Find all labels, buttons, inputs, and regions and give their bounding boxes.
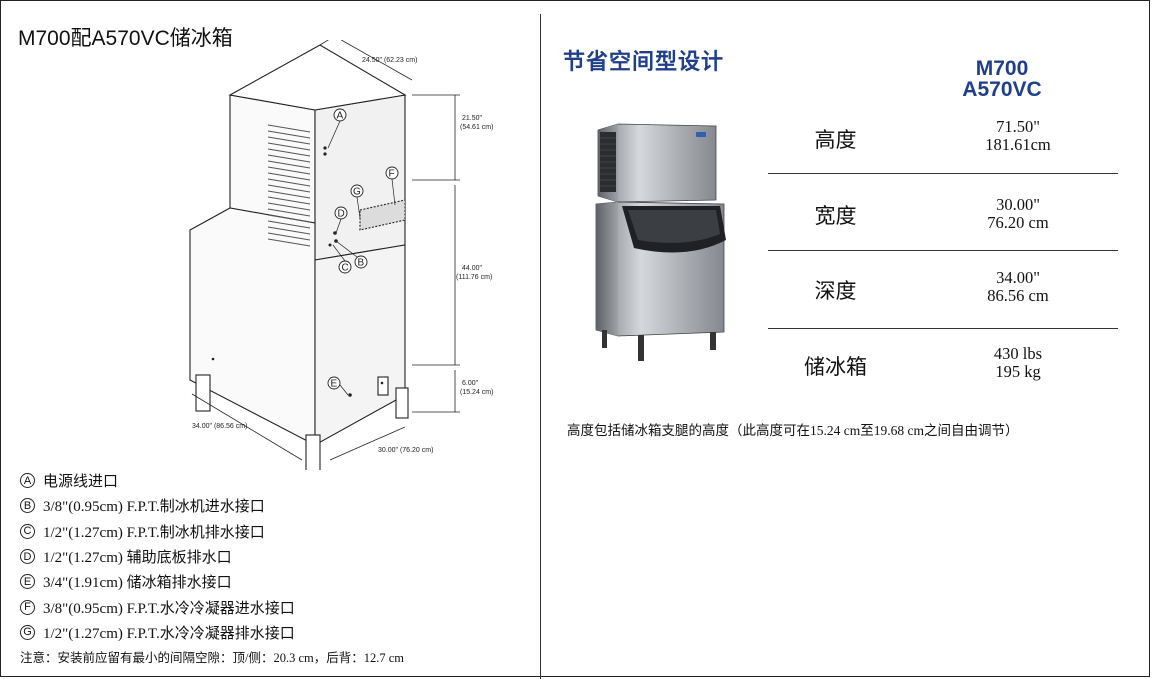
dimension-diagram: 24.50" (62.23 cm) 21.50" (54.61 cm) 44.0… bbox=[189, 40, 493, 470]
legend-text: 1/2"(1.27cm) F.P.T.水冷冷凝器排水接口 bbox=[43, 625, 295, 642]
legend-text: 1/2"(1.27cm) F.P.T.制冰机排水接口 bbox=[43, 524, 265, 541]
spec-value: 30.00" 76.20 cm bbox=[918, 194, 1118, 232]
callout-d: D bbox=[338, 209, 345, 220]
legend-item-d: D 1/2"(1.27cm) 辅助底板排水口 bbox=[20, 544, 295, 569]
circle-letter-icon: F bbox=[20, 599, 35, 615]
callout-e: E bbox=[331, 379, 338, 390]
spec-row-height: 高度 71.50" 181.61cm bbox=[768, 96, 1118, 174]
legend-text: 1/2"(1.27cm) 辅助底板排水口 bbox=[43, 550, 232, 567]
spec-value: 430 lbs 195 kg bbox=[918, 343, 1118, 381]
legend: A 电源线进口 B 3/8"(0.95cm) F.P.T.制冰机进水接口 C 1… bbox=[20, 468, 295, 645]
leg bbox=[305, 434, 321, 470]
spec-value-imperial: 71.50" bbox=[996, 117, 1040, 136]
spec-row-bin-capacity: 储冰箱 430 lbs 195 kg bbox=[768, 329, 1118, 406]
spec-value-metric: 86.56 cm bbox=[987, 286, 1049, 305]
legend-item-e: E 3/4"(1.91cm) 储冰箱排水接口 bbox=[20, 569, 295, 594]
legend-text: 3/8"(0.95cm) F.P.T.制冰机进水接口 bbox=[43, 499, 265, 516]
dim-depth: 34.00" (86.56 cm) bbox=[192, 423, 247, 430]
circle-letter-icon: E bbox=[20, 574, 35, 590]
callout-c: C bbox=[342, 263, 349, 274]
spec-row-depth: 深度 34.00" 86.56 cm bbox=[768, 251, 1118, 329]
legend-item-g: G 1/2"(1.27cm) F.P.T.水冷冷凝器排水接口 bbox=[20, 620, 295, 645]
callout-b: B bbox=[358, 258, 365, 269]
spec-value-imperial: 430 lbs bbox=[993, 343, 1043, 363]
circle-letter-icon: B bbox=[20, 498, 35, 514]
legend-text: 3/4"(1.91cm) 储冰箱排水接口 bbox=[43, 575, 232, 592]
spec-value-metric: 76.20 cm bbox=[987, 212, 1049, 232]
dim-width-top: 24.50" (62.23 cm) bbox=[362, 57, 417, 64]
column-divider bbox=[540, 14, 541, 679]
head-top-face bbox=[228, 44, 407, 111]
dim-legs-cm: (15.24 cm) bbox=[460, 389, 493, 396]
spec-value: 71.50" 181.61cm bbox=[918, 118, 1118, 154]
leg bbox=[195, 374, 211, 412]
spec-value-metric: 195 kg bbox=[995, 361, 1041, 381]
left-title: M700配A570VC储冰箱 bbox=[18, 27, 233, 50]
bin-right-face bbox=[314, 244, 406, 446]
product-image bbox=[595, 123, 726, 361]
callout-a: A bbox=[337, 111, 344, 122]
legend-item-a: A 电源线进口 bbox=[20, 468, 295, 493]
legend-item-f: F 3/8"(0.95cm) F.P.T.水冷冷凝器进水接口 bbox=[20, 594, 295, 619]
circle-letter-icon: C bbox=[20, 523, 35, 539]
spec-label: 储冰箱 bbox=[804, 354, 867, 379]
dim-width: 30.00" (76.20 cm) bbox=[378, 447, 433, 454]
clearance-note: 注意：安装前应留有最小的间隔空隙：顶/侧：20.3 cm，后背：12.7 cm bbox=[20, 651, 405, 665]
legend-text: 3/8"(0.95cm) F.P.T.水冷冷凝器进水接口 bbox=[43, 600, 295, 617]
dim-height-top: 21.50" bbox=[462, 115, 483, 122]
right-title: 节省空间型设计 bbox=[563, 50, 725, 75]
callout-g: G bbox=[353, 187, 361, 198]
spec-value: 34.00" 86.56 cm bbox=[918, 269, 1118, 305]
model-heading: M700 A570VC bbox=[940, 58, 1064, 100]
legend-item-c: C 1/2"(1.27cm) F.P.T.制冰机排水接口 bbox=[20, 519, 295, 544]
model-line-1: M700 bbox=[975, 57, 1029, 80]
legend-text: 电源线进口 bbox=[43, 474, 119, 491]
callout-f: F bbox=[389, 169, 395, 180]
dim-height-bin: 44.00" bbox=[462, 265, 483, 272]
spec-value-metric: 181.61cm bbox=[985, 135, 1051, 154]
height-footnote: 高度包括储冰箱支腿的高度（此高度可在15.24 cm至19.68 cm之间自由调… bbox=[567, 423, 1019, 438]
dim-legs: 6.00" bbox=[462, 380, 479, 387]
leg bbox=[395, 387, 409, 419]
leg bbox=[377, 376, 389, 396]
legend-item-b: B 3/8"(0.95cm) F.P.T.制冰机进水接口 bbox=[20, 493, 295, 518]
condenser-panel bbox=[359, 199, 406, 231]
circle-letter-icon: D bbox=[20, 549, 35, 565]
dim-height-top-cm: (54.61 cm) bbox=[460, 124, 493, 131]
circle-letter-icon: A bbox=[20, 473, 35, 489]
model-line-2: A570VC bbox=[962, 78, 1042, 101]
spec-value-imperial: 34.00" bbox=[996, 268, 1040, 287]
spec-label: 深度 bbox=[814, 279, 857, 303]
spec-table: 高度 71.50" 181.61cm 宽度 30.00" 76.20 cm 深度… bbox=[768, 96, 1118, 405]
spec-value-imperial: 30.00" bbox=[996, 194, 1040, 214]
circle-letter-icon: G bbox=[20, 624, 35, 640]
spec-label: 高度 bbox=[814, 128, 857, 152]
spec-row-width: 宽度 30.00" 76.20 cm bbox=[768, 174, 1118, 251]
dim-height-bin-cm: (111.76 cm) bbox=[456, 274, 492, 281]
spec-label: 宽度 bbox=[814, 203, 857, 228]
